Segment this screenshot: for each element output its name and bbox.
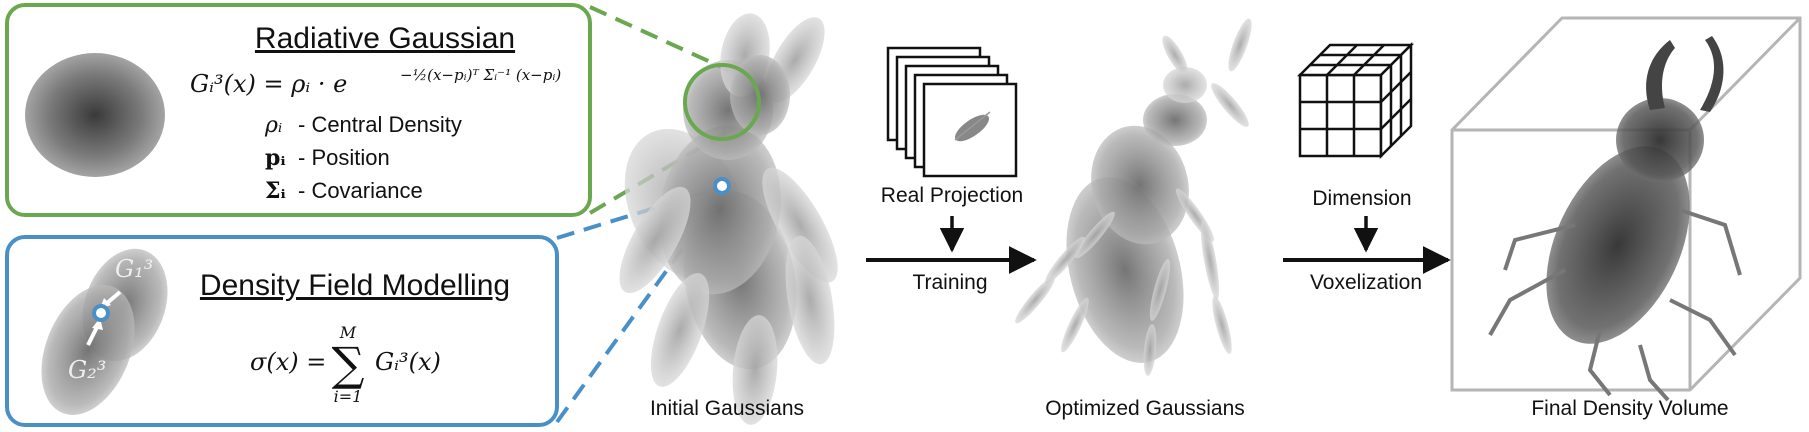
green-connector-top: [589, 5, 729, 72]
radiative-gaussian-panel: Radiative Gaussian Gᵢ³(x) = ρᵢ · e −½(x−…: [5, 3, 592, 217]
density-equation-rhs: Gᵢ³(x): [375, 348, 441, 376]
optimized-gaussians-figure: [1015, 18, 1252, 376]
density-title: Density Field Modelling: [200, 269, 510, 302]
param-row-density: ρᵢ - Central Density: [264, 112, 462, 138]
g1-arrow: [104, 290, 122, 306]
param-label: - Position: [298, 145, 390, 170]
dimension-label: Dimension: [1312, 187, 1411, 210]
radiative-equation-exponent: −½(x−pᵢ)ᵀ Σᵢ⁻¹ (x−pᵢ): [400, 66, 561, 84]
highlight-circle: [683, 63, 761, 141]
sum-symbol: ∑: [332, 337, 365, 391]
param-row-covariance: Σᵢ - Covariance: [265, 178, 423, 204]
initial-gaussians-caption: Initial Gaussians: [650, 397, 804, 420]
param-row-position: pᵢ - Position: [265, 145, 390, 171]
param-symbol: ρᵢ: [264, 113, 282, 138]
sample-point-icon: [92, 304, 110, 322]
training-label: Training: [912, 271, 987, 294]
projection-stack-icon: [886, 46, 1018, 178]
sum-lower-limit: i=1: [334, 387, 363, 406]
param-symbol: Σᵢ: [265, 178, 286, 204]
radiative-title: Radiative Gaussian: [255, 22, 515, 55]
density-field-panel: G₁³ G₂³ Density Field Modelling σ(x) = ∑…: [5, 235, 559, 427]
param-label: - Central Density: [298, 112, 462, 137]
gaussian-g2-ellipse: [41, 285, 135, 415]
real-projection-label: Real Projection: [881, 184, 1023, 207]
density-volume-beetle: [1488, 36, 1742, 402]
density-equation-lhs: σ(x) =: [250, 348, 326, 376]
radiative-equation-lhs: Gᵢ³(x) = ρᵢ · e: [190, 70, 347, 98]
voxelization-label: Voxelization: [1310, 271, 1422, 294]
param-symbol: pᵢ: [265, 145, 286, 171]
optimized-gaussians-caption: Optimized Gaussians: [1045, 397, 1245, 420]
g2-label: G₂³: [68, 356, 106, 384]
sum-upper-limit: M: [339, 323, 357, 342]
voxel-cube-icon: [1296, 41, 1415, 160]
sample-point-marker: [713, 177, 731, 195]
radiative-panel-border: [5, 3, 592, 217]
initial-gaussians-figure: [619, 13, 838, 425]
param-label: - Covariance: [298, 178, 423, 203]
final-density-caption: Final Density Volume: [1531, 397, 1728, 420]
gaussian-blob-icon: [25, 53, 165, 177]
g1-label: G₁³: [115, 255, 153, 283]
